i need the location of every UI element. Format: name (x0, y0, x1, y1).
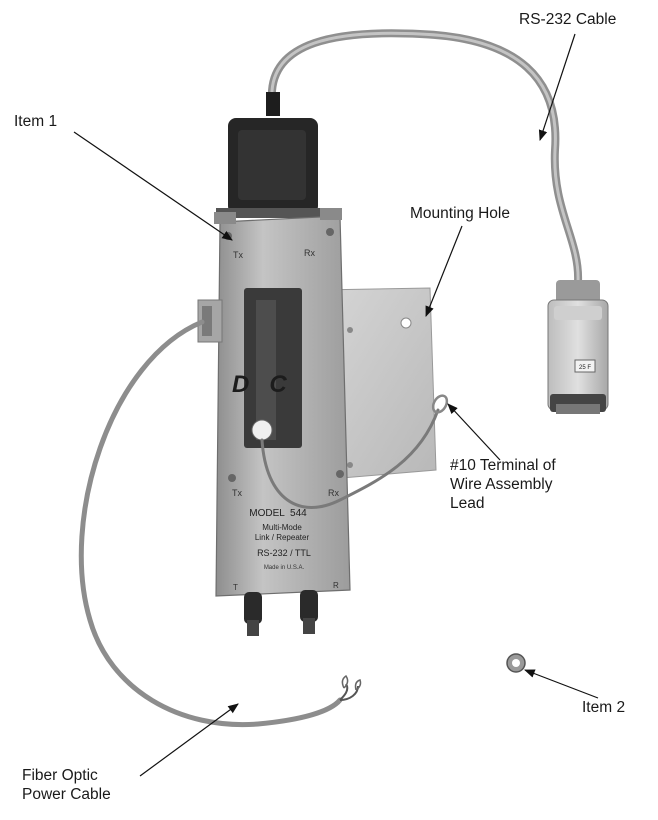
db25-connector: 25 F (547, 280, 609, 414)
tx-bottom-label: Tx (232, 488, 242, 498)
origin-label: Made in U.S.A. (264, 565, 305, 571)
mounting-leader (425, 225, 463, 318)
fiber-leader (139, 703, 239, 777)
connector-tag-text: 25 F (579, 365, 591, 371)
terminal-leader (447, 403, 501, 461)
rs232-leader (538, 33, 576, 142)
power-adapter (216, 92, 336, 218)
type-line-2: Link / Repeater (255, 533, 310, 542)
model-label: MODEL 544 (249, 508, 307, 519)
mounting-hole (400, 317, 412, 329)
ground-wire (260, 408, 440, 509)
item1-leader (73, 131, 233, 241)
item2-leader (523, 669, 599, 699)
rx-top-label: Rx (304, 248, 315, 258)
fiber-optic-label-line-1: Fiber Optic (22, 767, 98, 784)
item-2-label: Item 2 (582, 699, 626, 716)
terminal-label: #10 Terminal of Wire Assembly Lead (450, 456, 556, 513)
terminal-label-line-1: #10 Terminal of (450, 457, 556, 474)
device-housing (197, 208, 351, 597)
port-r-label: R (333, 581, 339, 590)
fiber-ports (244, 590, 318, 636)
ring-terminal (431, 394, 449, 414)
device-logo: D C (232, 371, 287, 398)
rs232-cable-label: RS-232 Cable (519, 11, 617, 28)
terminal-label-line-2: Wire Assembly (450, 476, 553, 493)
fiber-optic-label-line-2: Power Cable (22, 786, 111, 803)
fiber-optic-label: Fiber Optic Power Cable (22, 766, 111, 804)
rx-bottom-label: Rx (328, 488, 339, 498)
item-1-label: Item 1 (14, 113, 58, 130)
terminal-label-line-3: Lead (450, 495, 485, 512)
port-t-label: T (233, 583, 238, 592)
mounting-hole-label: Mounting Hole (410, 205, 510, 222)
fiber-power-cable (78, 319, 343, 728)
item-2-washer (506, 653, 526, 673)
interface-label: RS-232 / TTL (257, 548, 311, 558)
type-line-1: Multi-Mode (262, 523, 302, 532)
tx-top-label: Tx (233, 250, 243, 260)
